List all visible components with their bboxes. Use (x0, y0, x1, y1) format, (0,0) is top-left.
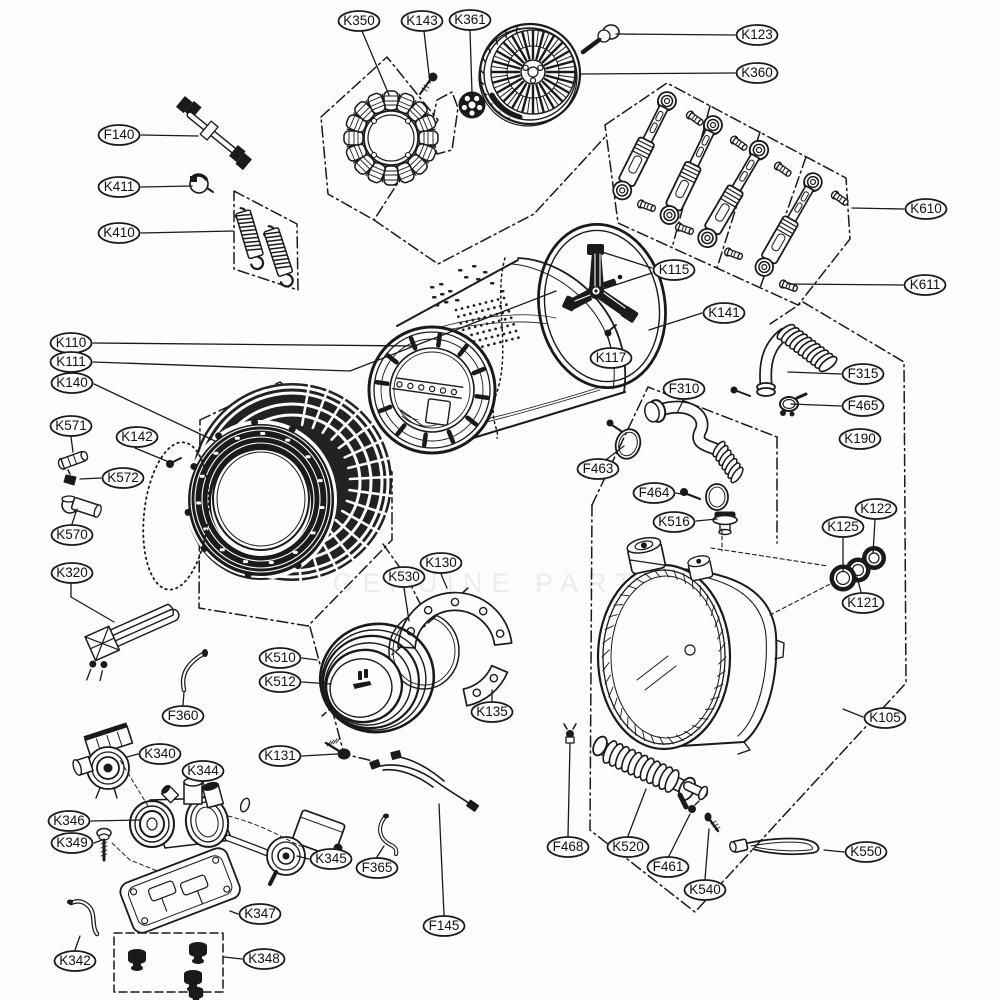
svg-text:K130: K130 (425, 555, 457, 570)
svg-text:K411: K411 (104, 179, 135, 194)
svg-text:K516: K516 (658, 514, 690, 529)
svg-text:K347: K347 (244, 906, 276, 921)
svg-text:K121: K121 (847, 595, 879, 610)
svg-text:K550: K550 (850, 844, 882, 859)
svg-text:K135: K135 (476, 704, 508, 719)
svg-text:K190: K190 (844, 431, 876, 446)
svg-text:K125: K125 (827, 519, 859, 534)
svg-text:K571: K571 (55, 418, 87, 433)
svg-text:K611: K611 (910, 277, 941, 292)
svg-text:K141: K141 (708, 305, 740, 320)
svg-text:K360: K360 (741, 65, 773, 80)
svg-text:K342: K342 (59, 953, 91, 968)
svg-text:K530: K530 (388, 569, 420, 584)
svg-text:F464: F464 (639, 485, 670, 500)
svg-text:K540: K540 (689, 882, 721, 897)
svg-text:F310: F310 (669, 381, 700, 396)
svg-text:K111: K111 (56, 354, 86, 369)
svg-text:K143: K143 (406, 13, 438, 28)
svg-text:K570: K570 (56, 527, 88, 542)
svg-text:K320: K320 (56, 565, 88, 580)
svg-text:F360: F360 (168, 708, 199, 723)
svg-text:K350: K350 (343, 13, 375, 28)
svg-text:K122: K122 (860, 501, 892, 516)
svg-text:K348: K348 (248, 951, 280, 966)
svg-text:K510: K510 (264, 650, 296, 665)
svg-text:K131: K131 (264, 748, 296, 763)
svg-text:F145: F145 (429, 918, 460, 933)
svg-text:K117: K117 (596, 350, 627, 365)
svg-text:K361: K361 (454, 12, 486, 27)
svg-text:K346: K346 (53, 813, 85, 828)
svg-text:K572: K572 (107, 470, 139, 485)
svg-text:K349: K349 (56, 835, 88, 850)
svg-text:K410: K410 (103, 225, 135, 240)
svg-text:F365: F365 (362, 860, 393, 875)
svg-text:K110: K110 (56, 335, 87, 350)
svg-text:K115: K115 (659, 262, 690, 277)
svg-text:K105: K105 (869, 710, 901, 725)
svg-text:K345: K345 (315, 851, 347, 866)
svg-text:F463: F463 (583, 461, 614, 476)
svg-text:K123: K123 (741, 27, 773, 42)
svg-text:K512: K512 (264, 674, 296, 689)
svg-text:F315: F315 (848, 366, 879, 381)
svg-text:K340: K340 (144, 746, 176, 761)
svg-text:F465: F465 (848, 398, 879, 413)
svg-text:K344: K344 (187, 763, 219, 778)
svg-text:K610: K610 (910, 201, 942, 216)
svg-text:F461: F461 (653, 859, 684, 874)
svg-text:K142: K142 (121, 429, 153, 444)
svg-text:K140: K140 (56, 375, 88, 390)
svg-text:K520: K520 (612, 839, 644, 854)
svg-text:F468: F468 (553, 839, 584, 854)
svg-text:F140: F140 (104, 127, 135, 142)
